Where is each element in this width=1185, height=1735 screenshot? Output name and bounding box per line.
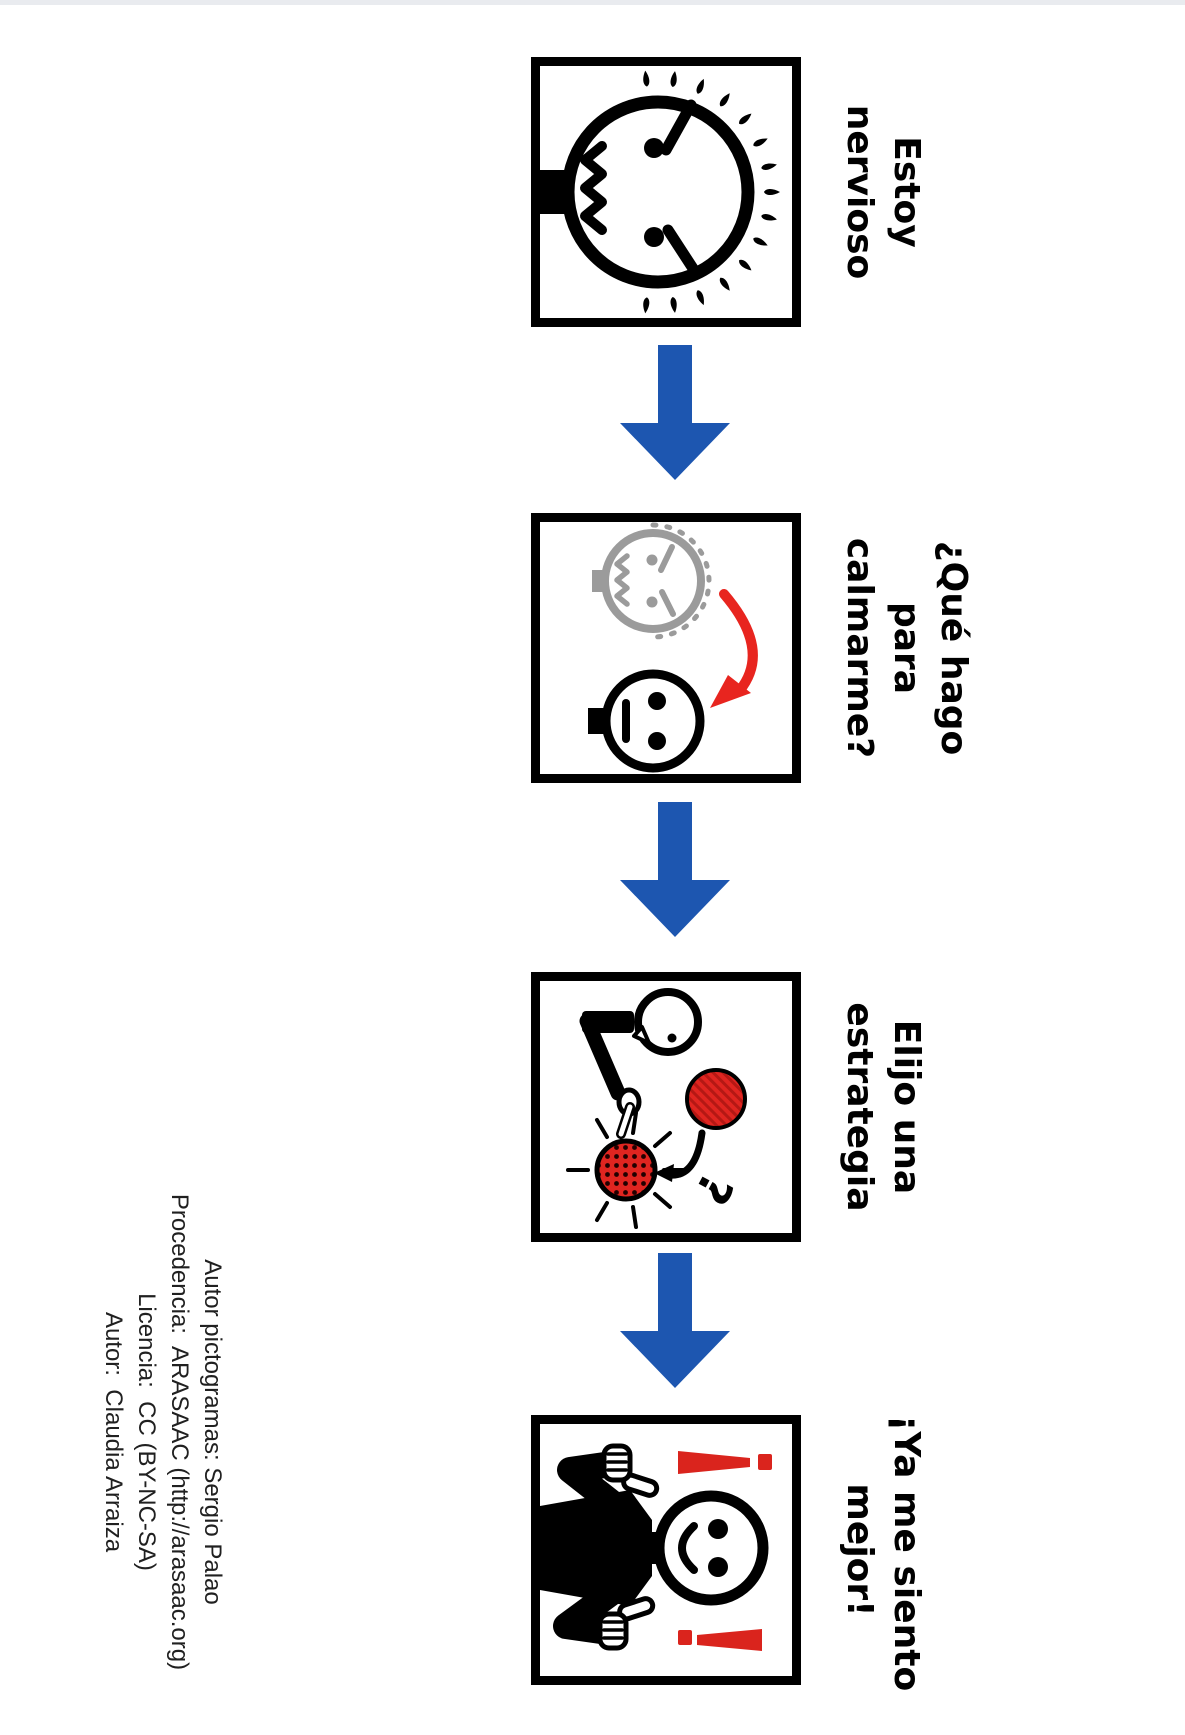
pictogram-frame (531, 1415, 801, 1685)
emphasis-rays-icon (566, 1111, 686, 1229)
attribution-line: Autor pictogramas: Sergio Palao (199, 1259, 226, 1605)
inverted-exclamation-icon (678, 1451, 772, 1474)
option-circle-solid (685, 1068, 747, 1130)
pictogram-frame (531, 513, 801, 783)
person-pointing-icon (579, 988, 702, 1139)
pictogram-frame: ? (531, 972, 801, 1242)
thumb-up-hand-icon (601, 1443, 660, 1498)
step-label: Estoy nervioso (836, 57, 981, 327)
label-line: calmarme? (839, 537, 880, 759)
flow-arrow-icon (620, 1253, 730, 1388)
step-label: ¡Ya me siento mejor! (836, 1415, 981, 1692)
step-label: ¿Qué hago para calmarme? (836, 513, 981, 783)
pictogram-frame (531, 57, 801, 327)
step-panel-better: ¡Ya me siento mejor! (531, 1415, 981, 1692)
thumbs-up-better-pictogram (540, 1443, 772, 1651)
person-thumbs-up-icon (540, 1443, 769, 1651)
calming-transition-pictogram (588, 522, 758, 773)
option-circle-dotted (594, 1138, 658, 1202)
attribution-line: Licencia: CC (BY-NC-SA) (133, 1293, 160, 1571)
step-panel-strategy: Elijo una estrategia (531, 972, 981, 1242)
label-line: ¿Qué hago (933, 540, 974, 756)
label-line: nervioso (839, 104, 880, 280)
choice-arrow-icon (654, 1129, 706, 1182)
red-transition-arrow-icon (710, 589, 758, 708)
exclamation-icon (678, 1629, 762, 1651)
nervous-face-pictogram (540, 70, 780, 314)
attribution-text: Autor pictogramas: Sergio Palao Proceden… (97, 1172, 229, 1692)
label-line: Elijo una (886, 1019, 927, 1195)
label-line: Estoy (886, 136, 927, 248)
nervous-face-gray-icon (592, 522, 712, 640)
label-line: estrategia (839, 1002, 880, 1212)
label-line: mejor! (839, 1483, 880, 1617)
calm-face-icon (588, 669, 705, 773)
thumb-up-hand-icon (597, 1596, 656, 1651)
step-label: Elijo una estrategia (836, 972, 981, 1242)
attribution-line: Autor: Claudia Arraiza (100, 1311, 127, 1553)
question-mark-icon: ? (684, 1165, 744, 1214)
step-panel-calm: ¿Qué hago para calmarme? (531, 513, 981, 783)
flow-arrow-icon (620, 802, 730, 937)
step-panel-nervous: Estoy nervioso (531, 57, 981, 327)
label-line: para (886, 601, 927, 695)
attribution-line: Procedencia: ARASAAC (http://arasaac.org… (166, 1193, 193, 1671)
choose-strategy-pictogram: ? (566, 988, 747, 1229)
flow-arrow-icon (620, 345, 730, 480)
top-edge-strip (0, 0, 1185, 5)
label-line: ¡Ya me siento (886, 1415, 927, 1692)
